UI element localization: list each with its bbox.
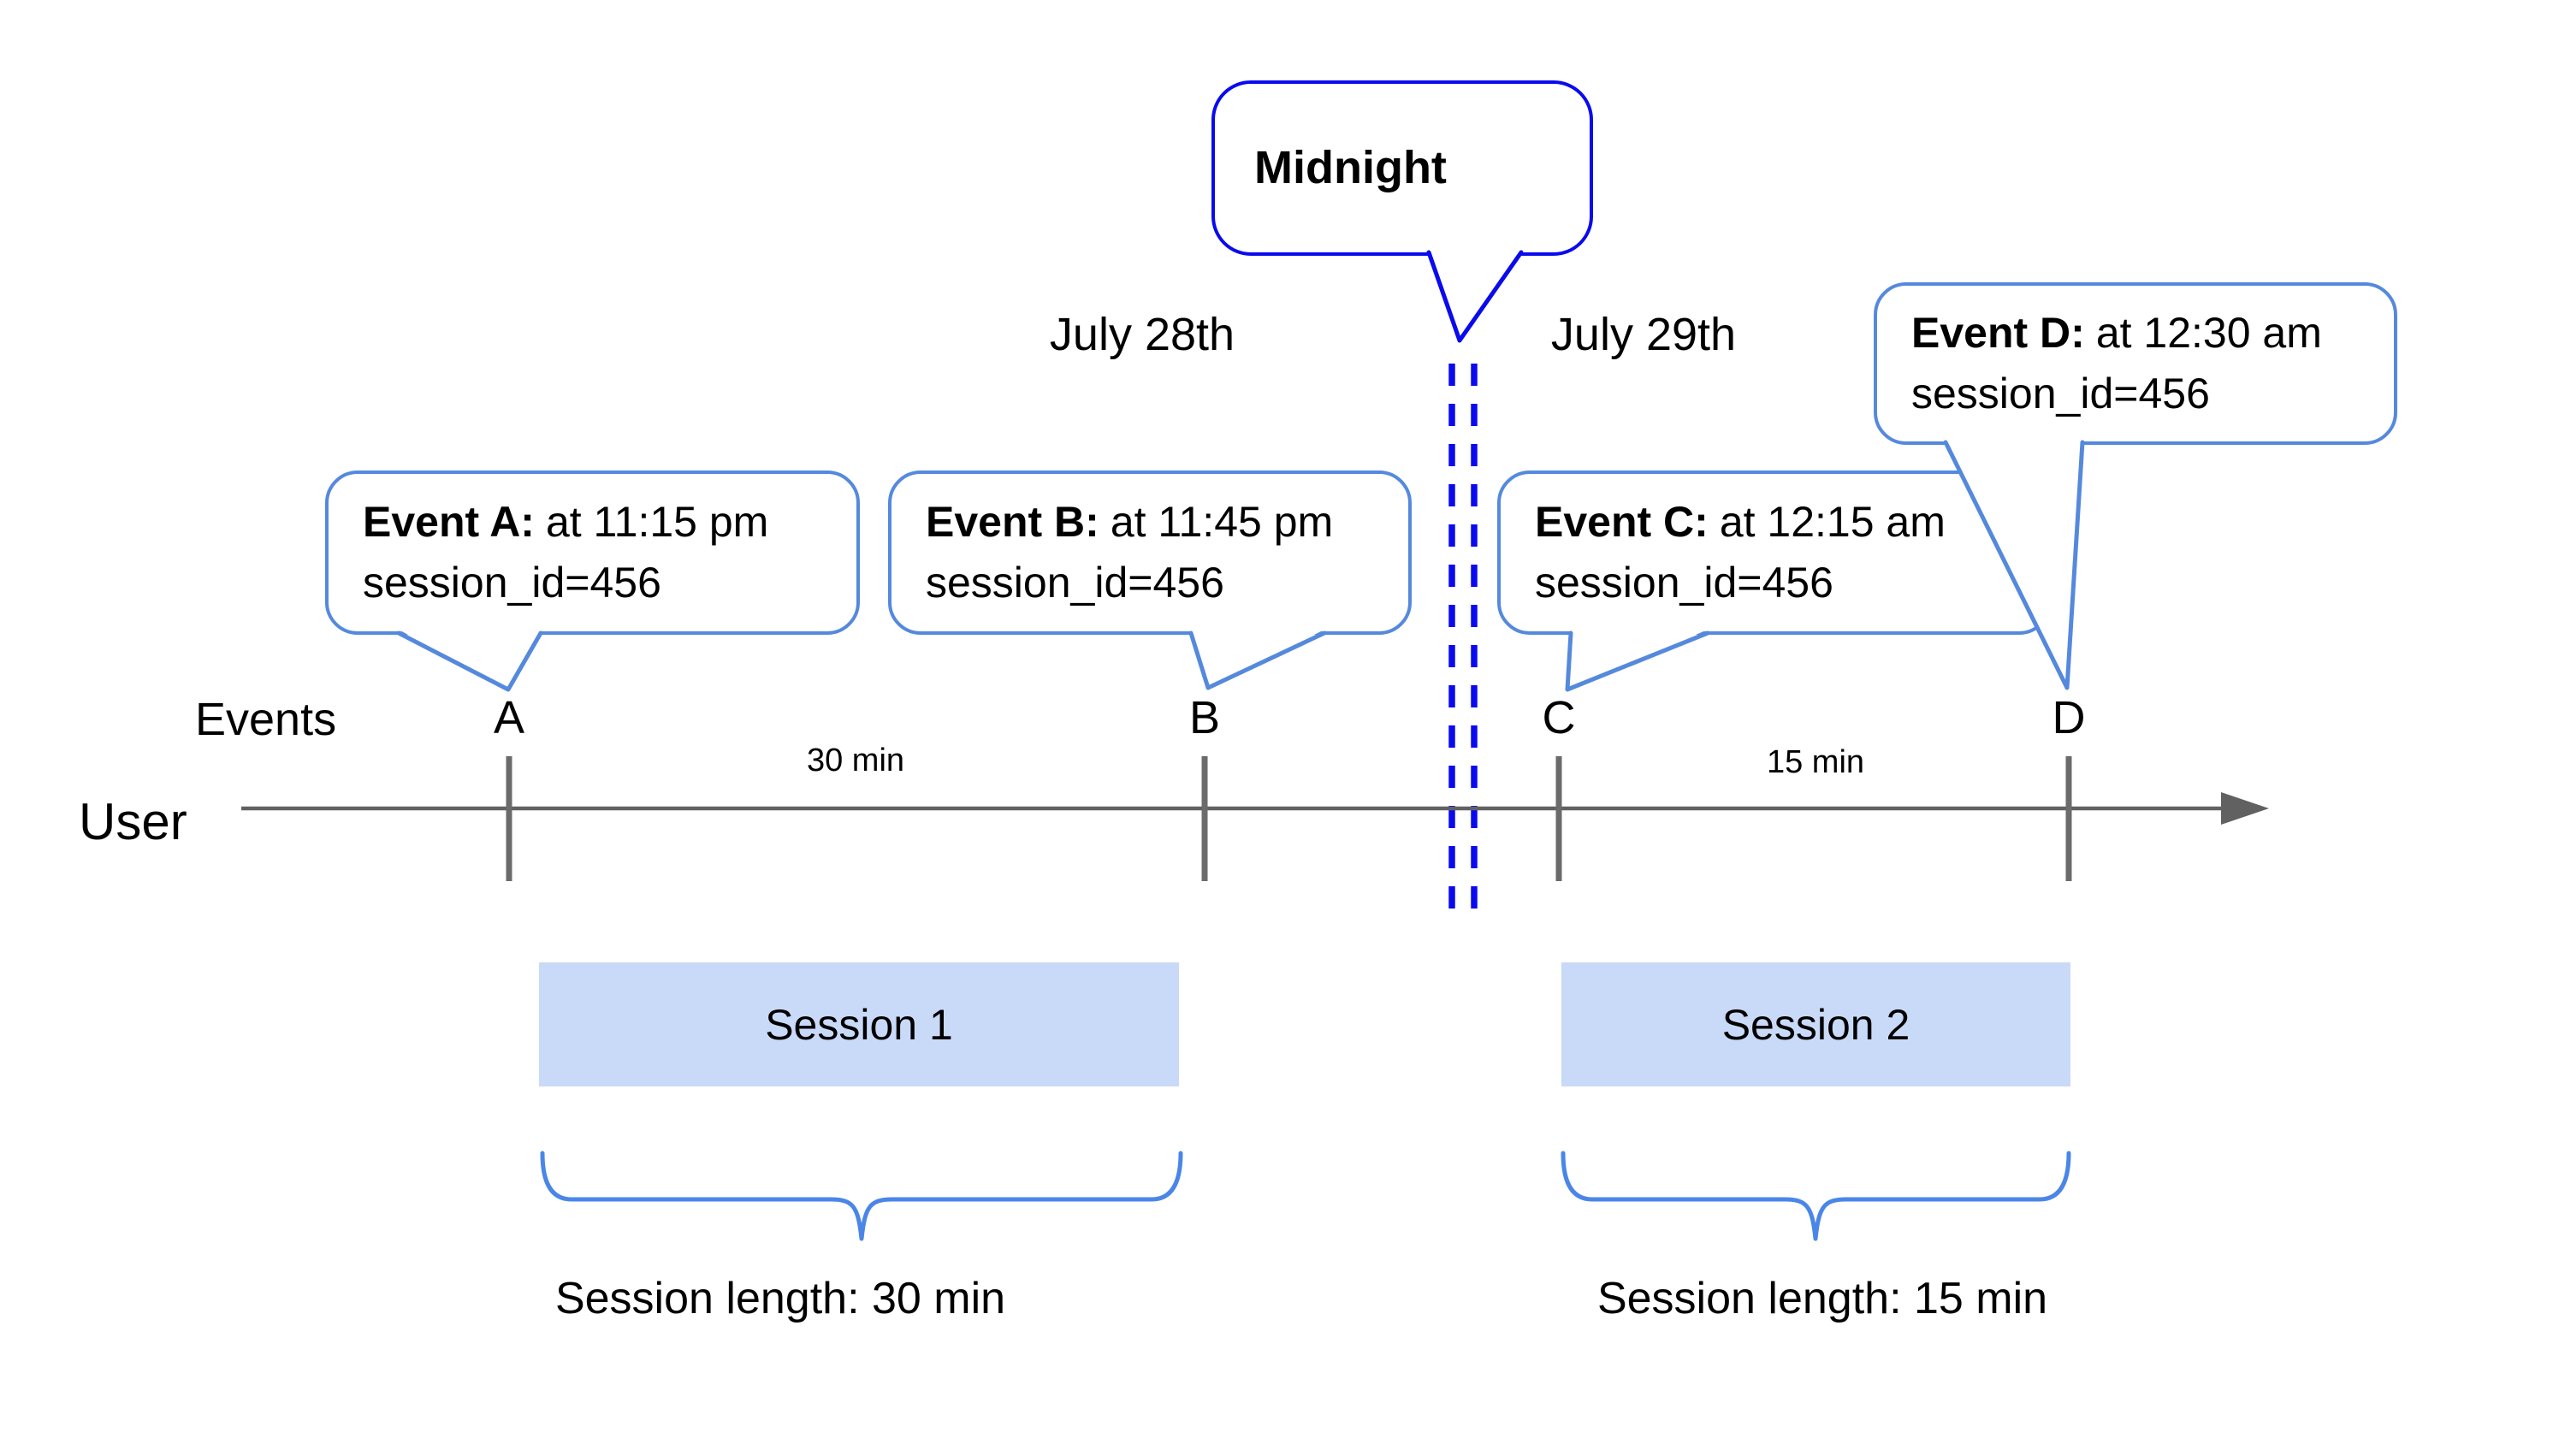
session-2-length-label: Session length: 15 min — [1596, 1274, 2048, 1323]
event-c-callout-bubble: Event C:at 12:15 am session_id=456 — [1497, 471, 2052, 635]
event-d-callout-bubble: Event D:at 12:30 am session_id=456 — [1874, 282, 2397, 445]
event-a-callout-tail — [399, 630, 541, 690]
event-b-callout-tail — [1191, 630, 1324, 688]
event-a-callout-session: session_id=456 — [363, 559, 661, 607]
events-row-label: Events — [195, 694, 337, 745]
event-letter-a: A — [493, 692, 525, 743]
interval-label-15min: 15 min — [1766, 744, 1865, 780]
event-c-callout-session: session_id=456 — [1535, 559, 1833, 607]
date-label-july-28: July 28th — [1049, 309, 1235, 360]
event-a-callout-line1: Event A:at 11:15 pm — [363, 492, 846, 553]
event-b-callout-session: session_id=456 — [926, 559, 1224, 607]
event-letter-b: B — [1188, 692, 1221, 743]
event-d-callout-line1: Event D:at 12:30 am — [1911, 303, 2384, 364]
event-c-callout-time: at 12:15 am — [1719, 498, 1946, 546]
event-c-callout-line1: Event C:at 12:15 am — [1535, 492, 2038, 553]
event-b-callout-line1: Event B:at 11:45 pm — [926, 492, 1398, 553]
event-c-callout-title: Event C: — [1535, 498, 1709, 546]
user-row-label: User — [79, 793, 187, 850]
event-d-callout-time: at 12:30 am — [2095, 309, 2322, 357]
event-d-callout-title: Event D: — [1911, 309, 2085, 357]
event-d-callout-session: session_id=456 — [1911, 370, 2210, 417]
midnight-callout-label: Midnight — [1254, 142, 1447, 193]
session-2-box: Session 2 — [1561, 962, 2070, 1086]
session-2-label: Session 2 — [1721, 1000, 1910, 1049]
session-1-brace — [540, 1151, 1183, 1241]
session-1-label: Session 1 — [765, 1000, 953, 1049]
event-c-callout-tail — [1567, 630, 1708, 690]
event-a-callout-time: at 11:15 pm — [545, 498, 769, 546]
event-b-callout-title: Event B: — [926, 498, 1099, 546]
session-1-length-label: Session length: 30 min — [554, 1274, 1006, 1323]
date-label-july-29: July 29th — [1550, 309, 1737, 360]
event-b-callout-tail-outline — [1188, 630, 1327, 690]
event-a-callout-tail-outline — [396, 630, 543, 692]
event-letter-d: D — [2052, 692, 2086, 743]
session-1-box: Session 1 — [539, 962, 1179, 1086]
event-b-callout-time: at 11:45 pm — [1110, 498, 1334, 546]
event-a-callout-bubble: Event A:at 11:15 pm session_id=456 — [325, 471, 860, 635]
interval-label-30min: 30 min — [806, 743, 905, 778]
event-b-callout-bubble: Event B:at 11:45 pm session_id=456 — [888, 471, 1412, 635]
event-letter-c: C — [1542, 692, 1576, 743]
session-2-brace — [1561, 1151, 2071, 1241]
timeline-arrowhead-icon — [2221, 792, 2269, 825]
midnight-callout-bubble: Midnight — [1211, 80, 1593, 256]
event-a-callout-title: Event A: — [363, 498, 535, 546]
event-c-callout-tail-outline — [1565, 630, 1710, 692]
